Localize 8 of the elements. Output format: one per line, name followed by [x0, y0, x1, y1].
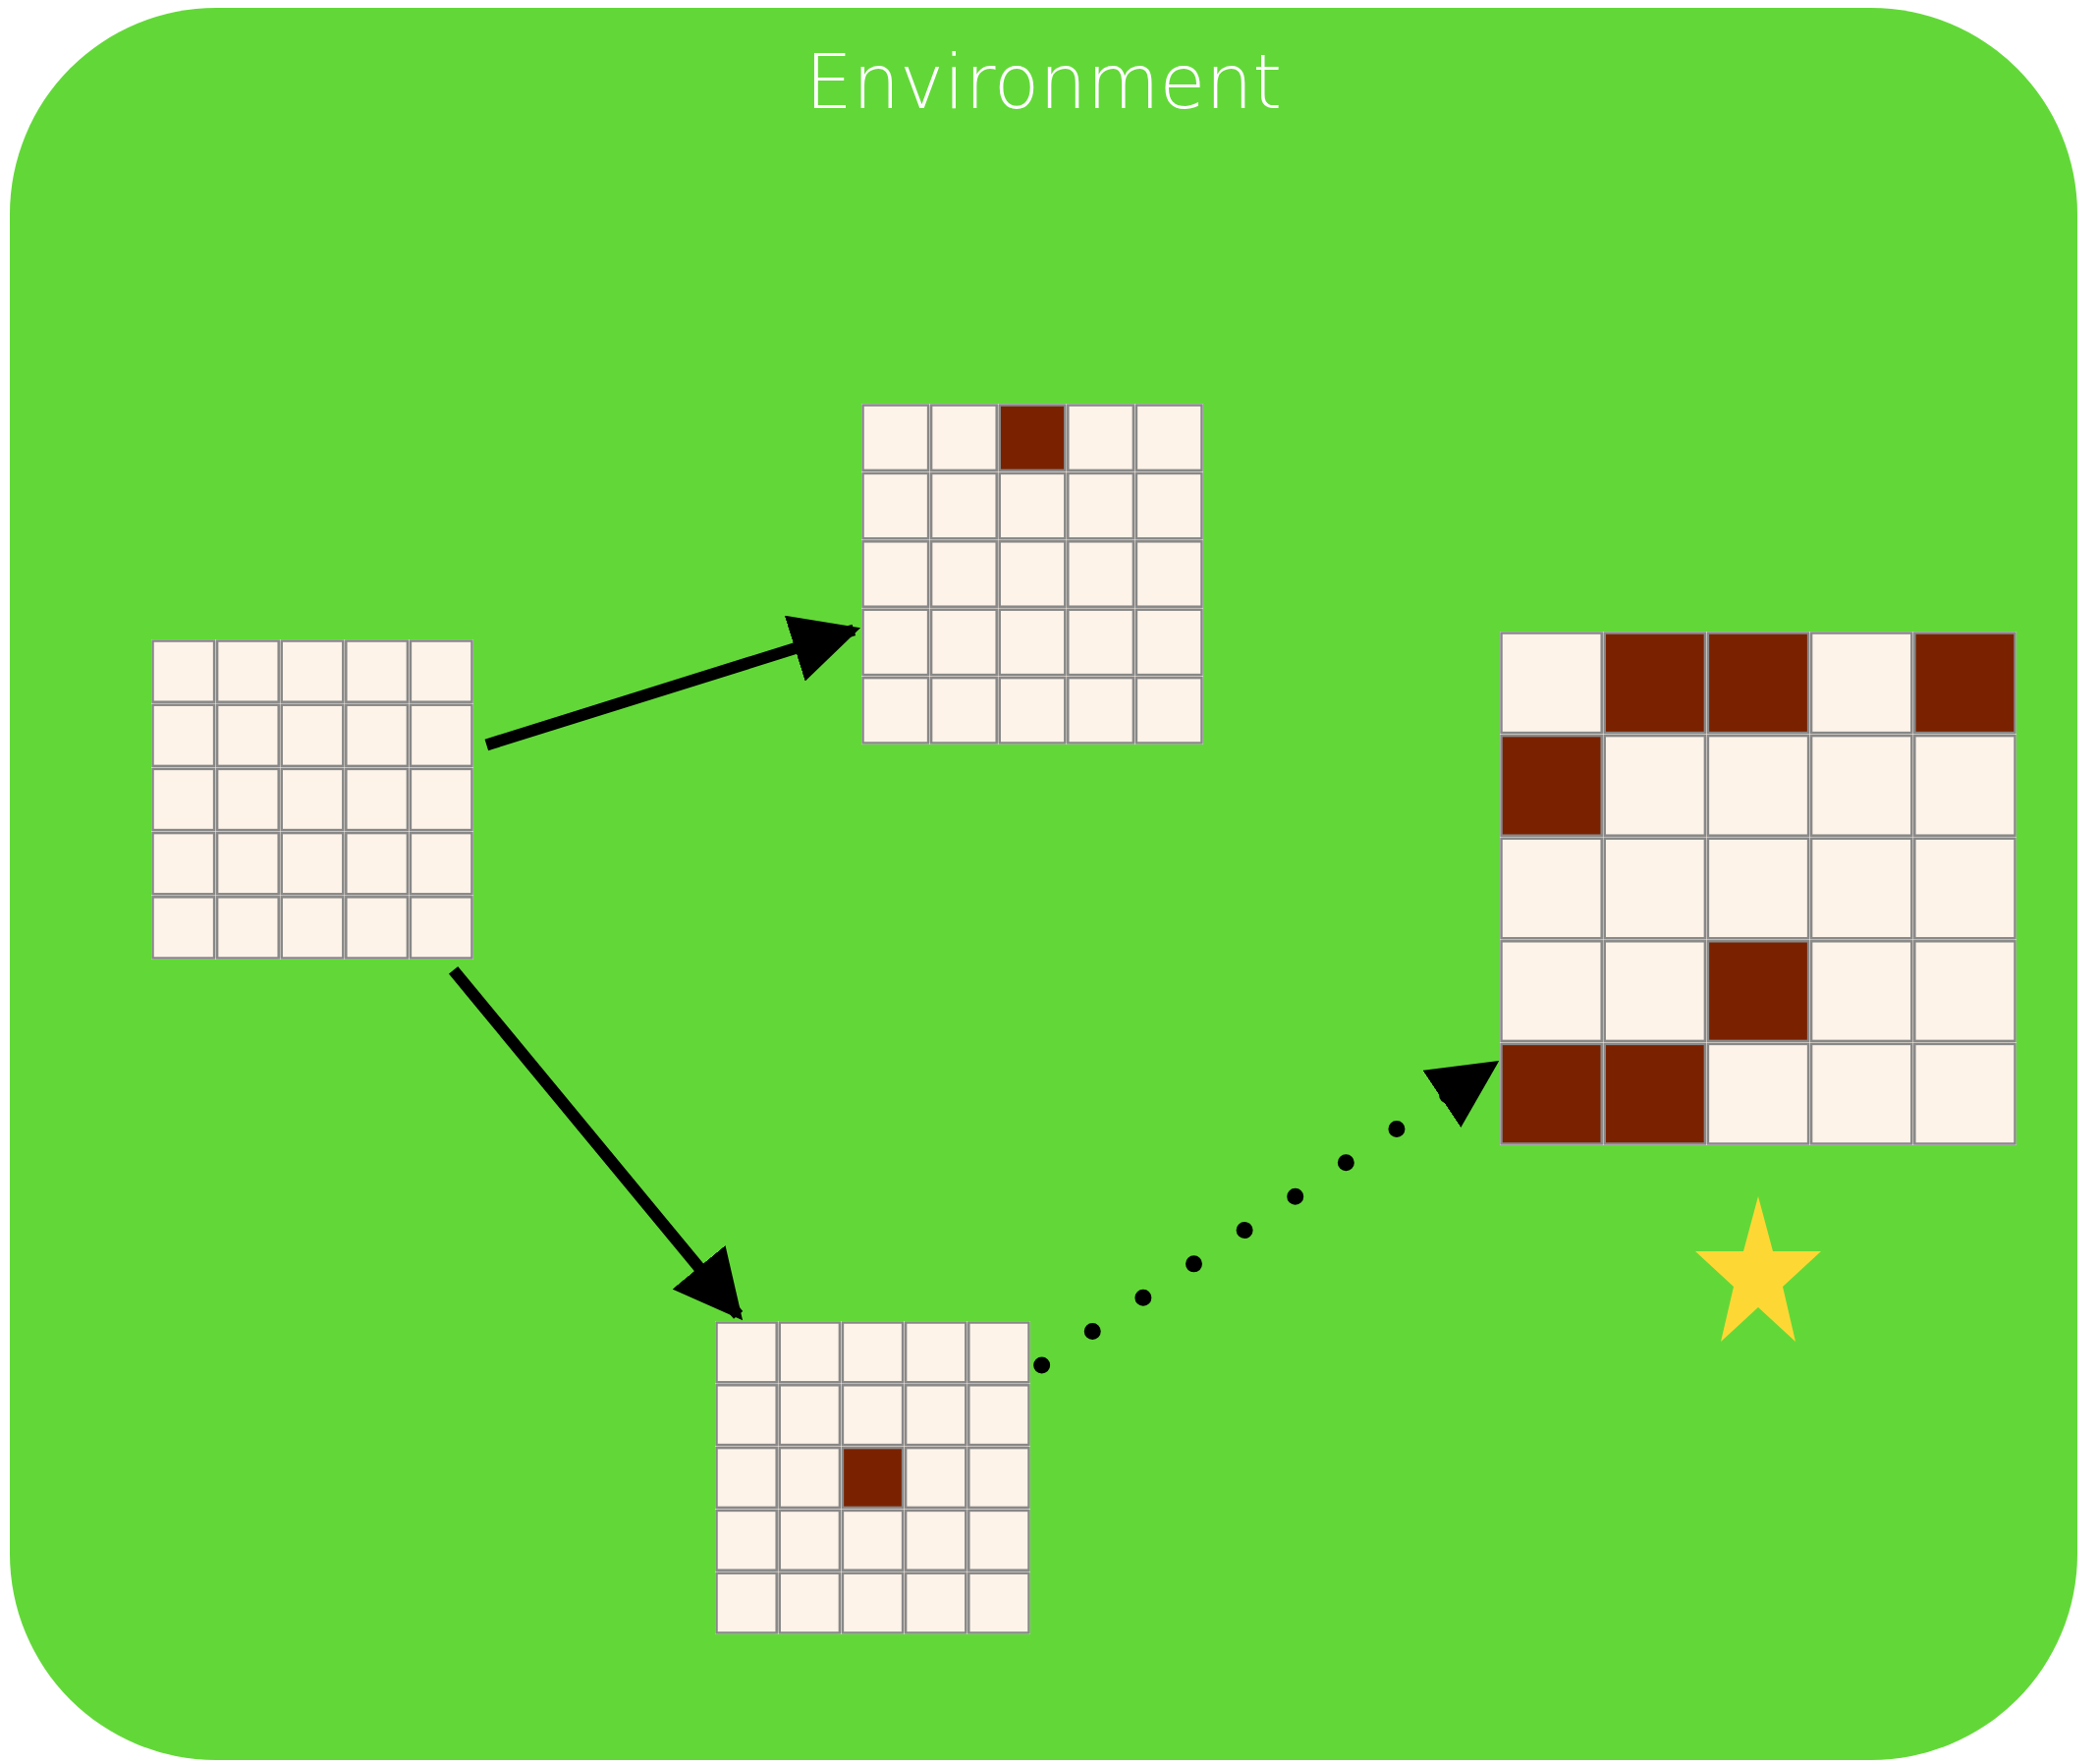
environment-panel	[10, 8, 2077, 1760]
grid-drawing	[1500, 632, 2016, 1145]
panel-title: Environment	[804, 45, 1283, 120]
grid-drawing	[861, 404, 1203, 744]
arrow	[484, 615, 861, 751]
arrow	[448, 965, 744, 1321]
grid-drawing	[715, 1321, 1030, 1634]
grid-drawing	[151, 639, 473, 960]
